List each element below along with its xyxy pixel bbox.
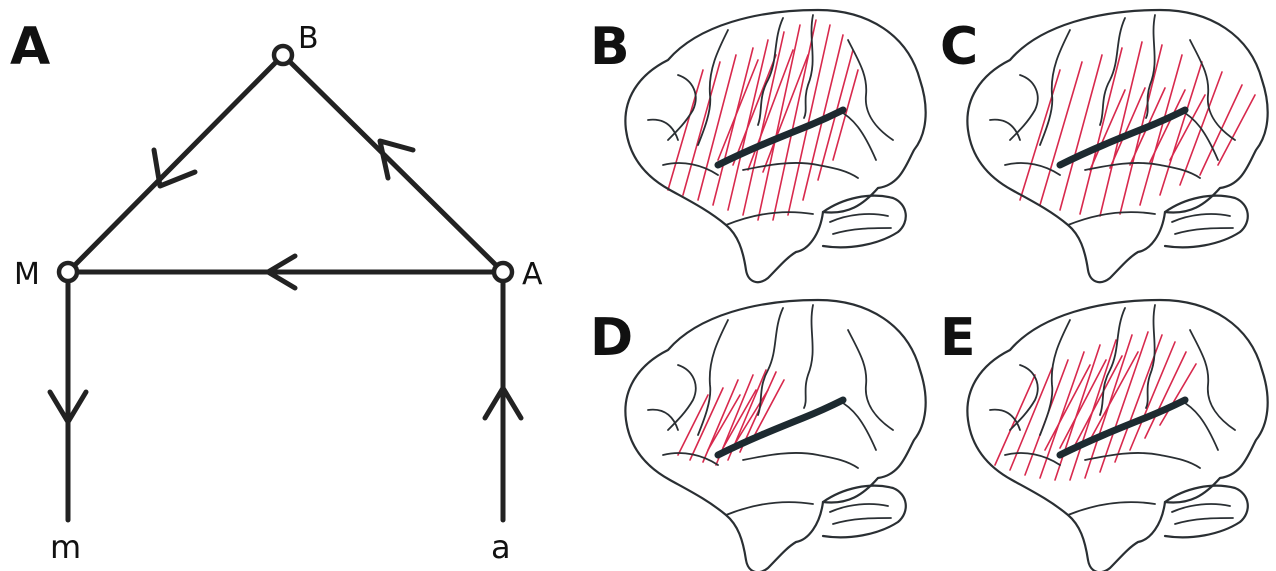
node-a [494,263,512,281]
panel-label-e: E [940,308,976,368]
panel-a: A B M A m a [10,17,543,566]
brain-c-image [967,10,1267,282]
panel-c: C [940,10,1268,282]
panel-label-d: D [590,308,633,368]
brain-d-image [625,300,925,571]
panel-b: B [590,10,926,282]
node-label-a: A [522,257,543,292]
node-m [59,263,77,281]
arrow-a-to-b-icon [380,141,413,178]
node-label-b: B [298,21,319,56]
panel-label-c: C [940,17,978,77]
panel-label-b: B [590,17,630,77]
brain-e-image [967,300,1267,571]
edge-a-to-b [283,55,503,272]
node-label-m: M [14,257,40,292]
panel-d: D [590,300,926,571]
panel-label-a: A [10,17,50,77]
output-label-m: m [50,528,81,566]
panel-e: E [940,300,1268,571]
edge-b-to-m [68,55,283,272]
brain-b-image [625,10,925,282]
input-label-a: a [491,528,511,566]
node-b [274,46,292,64]
